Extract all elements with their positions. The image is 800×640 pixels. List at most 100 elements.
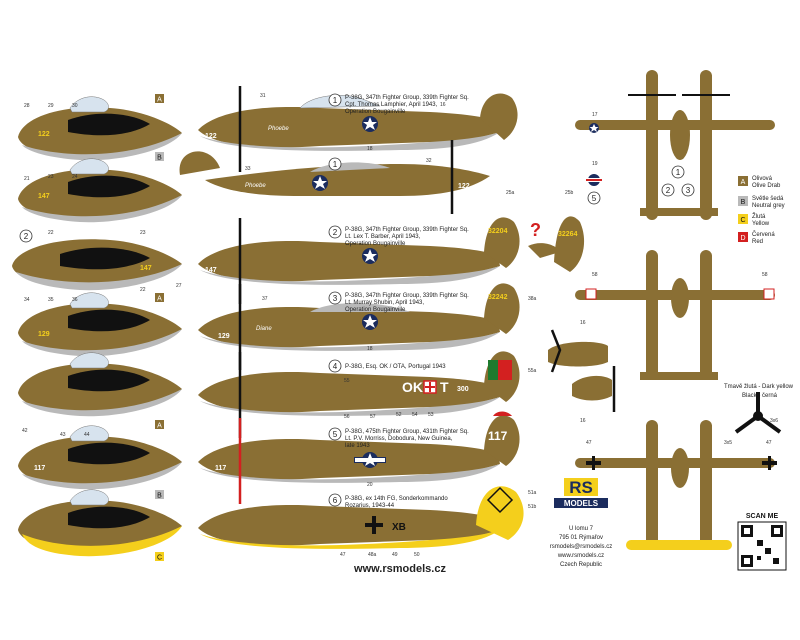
- svg-text:43: 43: [60, 432, 66, 438]
- svg-text:19: 19: [592, 161, 598, 167]
- svg-text:late 1943: late 1943: [345, 443, 370, 449]
- svg-text:117: 117: [215, 465, 226, 472]
- svg-text:Cpt. Thomas Lamphier, April 19: Cpt. Thomas Lamphier, April 1943,: [345, 102, 438, 108]
- svg-text:P-38G, 347th Fighter Group, 33: P-38G, 347th Fighter Group, 339th Fighte…: [345, 293, 469, 299]
- svg-text:MODELS: MODELS: [564, 499, 599, 508]
- side-view-4: OK T 300: [198, 351, 520, 438]
- svg-text:47: 47: [766, 440, 772, 446]
- svg-text:4: 4: [333, 362, 338, 371]
- topview-circles: 1 2 3: [661, 165, 695, 197]
- scheme-captions: P-38G, 347th Fighter Group, 339th Fighte…: [345, 95, 469, 509]
- svg-text:58: 58: [762, 272, 768, 278]
- svg-text:25a: 25a: [506, 190, 515, 196]
- svg-text:25b: 25b: [565, 190, 574, 196]
- top-view-3: [575, 420, 777, 550]
- svg-text:50: 50: [414, 552, 420, 558]
- svg-text:21: 21: [24, 176, 30, 182]
- svg-text:122: 122: [205, 133, 217, 140]
- svg-text:www.rsmodels.cz: www.rsmodels.cz: [557, 553, 604, 559]
- svg-text:1: 1: [333, 160, 338, 169]
- scheme-circles: 1 1 2 3 4 5 6 2: [19, 93, 342, 507]
- svg-text:23: 23: [48, 174, 54, 180]
- svg-text:Yellow: Yellow: [752, 221, 770, 227]
- svg-text:32204: 32204: [488, 228, 508, 235]
- svg-text:147: 147: [205, 267, 217, 274]
- svg-text:28: 28: [24, 103, 30, 109]
- pod-row-3: 129: [18, 292, 182, 357]
- svg-text:U lomu 7: U lomu 7: [569, 526, 594, 532]
- svg-text:Tmavě žlutá - Dark yellow: Tmavě žlutá - Dark yellow: [724, 384, 794, 390]
- svg-text:B: B: [741, 199, 746, 206]
- svg-text:22: 22: [48, 230, 54, 236]
- svg-text:57: 57: [370, 414, 376, 420]
- svg-text:P-38G, 475th Fighter Group, 43: P-38G, 475th Fighter Group, 431th Fighte…: [345, 429, 469, 435]
- svg-text:3: 3: [686, 186, 691, 195]
- svg-text:A: A: [157, 97, 162, 104]
- svg-text:Lt. Murray Shubin, April 1943,: Lt. Murray Shubin, April 1943,: [345, 300, 424, 306]
- side-view-1b: Phoebe 122: [179, 140, 490, 214]
- svg-text:XB: XB: [392, 522, 406, 533]
- svg-text:37: 37: [262, 296, 268, 302]
- svg-text:OK: OK: [402, 379, 423, 395]
- svg-text:A: A: [157, 423, 162, 430]
- svg-text:24: 24: [72, 174, 78, 180]
- qr-code: SCAN ME: [737, 513, 787, 571]
- svg-text:Žlutá: Žlutá: [752, 212, 766, 220]
- svg-text:5: 5: [333, 430, 338, 439]
- svg-text:16: 16: [580, 418, 586, 424]
- svg-text:22: 22: [140, 287, 146, 293]
- pod-row-5: 117: [18, 425, 182, 490]
- svg-text:56: 56: [344, 414, 350, 420]
- svg-text:Czech Republic: Czech Republic: [560, 562, 602, 568]
- pod-row-2: 147: [18, 158, 182, 223]
- svg-text:Phoebe: Phoebe: [245, 183, 266, 189]
- svg-text:38a: 38a: [528, 296, 537, 302]
- p1-nose-number: 122: [38, 131, 50, 138]
- p2b-nose-number: 147: [140, 265, 152, 272]
- pod-row-4: [18, 352, 182, 417]
- svg-text:52: 52: [396, 412, 402, 418]
- propeller: Tmavě žlutá - Dark yellow Black - černá …: [724, 384, 794, 446]
- svg-text:SCAN ME: SCAN ME: [746, 513, 779, 520]
- p2-nose-number: 147: [38, 193, 50, 200]
- svg-text:Olive Drab: Olive Drab: [752, 183, 781, 189]
- svg-text:17: 17: [592, 112, 598, 118]
- svg-text:35: 35: [48, 297, 54, 303]
- svg-text:Rozarius, 1943-44: Rozarius, 1943-44: [345, 503, 395, 509]
- svg-text:51a: 51a: [528, 490, 537, 496]
- svg-text:T: T: [440, 379, 449, 395]
- svg-text:P-38G, ex 14th FG, Sonderkomma: P-38G, ex 14th FG, Sonderkommando: [345, 496, 448, 502]
- svg-text:Neutral grey: Neutral grey: [752, 203, 785, 209]
- svg-text:Lt. Lex T. Barber, April 1943,: Lt. Lex T. Barber, April 1943,: [345, 234, 421, 240]
- svg-text:53: 53: [428, 412, 434, 418]
- svg-text:3x5: 3x5: [724, 440, 732, 446]
- side-view-1: 122 Phoebe: [198, 86, 518, 172]
- svg-text:51b: 51b: [528, 504, 537, 510]
- side-view-6: XB: [198, 486, 524, 549]
- svg-text:54: 54: [412, 412, 418, 418]
- svg-text:32264: 32264: [558, 231, 578, 238]
- svg-text:30: 30: [72, 103, 78, 109]
- svg-text:58: 58: [592, 272, 598, 278]
- svg-text:20: 20: [367, 482, 373, 488]
- svg-text:Světle šedá: Světle šedá: [752, 196, 784, 202]
- side-view-5: 117 117: [198, 411, 520, 504]
- svg-text:795 01 Rýmařov: 795 01 Rýmařov: [559, 535, 603, 541]
- website: www.rsmodels.cz: [353, 563, 446, 575]
- svg-text:1: 1: [333, 96, 338, 105]
- svg-text:Operation Bougainville: Operation Bougainville: [345, 109, 406, 115]
- svg-text:2: 2: [333, 228, 338, 237]
- svg-text:P-38G, Esq. OK / OTA, Portugal: P-38G, Esq. OK / OTA, Portugal 1943: [345, 364, 446, 370]
- svg-text:Red: Red: [752, 239, 763, 245]
- pod-letters: A B A A B C: [155, 94, 164, 562]
- svg-text:47: 47: [586, 440, 592, 446]
- top-view-2: [575, 250, 775, 380]
- tail-detail: 32264: [528, 216, 585, 272]
- top-view-1: [575, 70, 775, 220]
- svg-text:B: B: [157, 493, 162, 500]
- svg-text:Operation Bougainville: Operation Bougainville: [345, 307, 406, 313]
- svg-text:RS: RS: [569, 478, 593, 497]
- mini-roundel: 5: [586, 174, 602, 205]
- svg-text:P-38G, 347th Fighter Group, 33: P-38G, 347th Fighter Group, 339th Fighte…: [345, 227, 469, 233]
